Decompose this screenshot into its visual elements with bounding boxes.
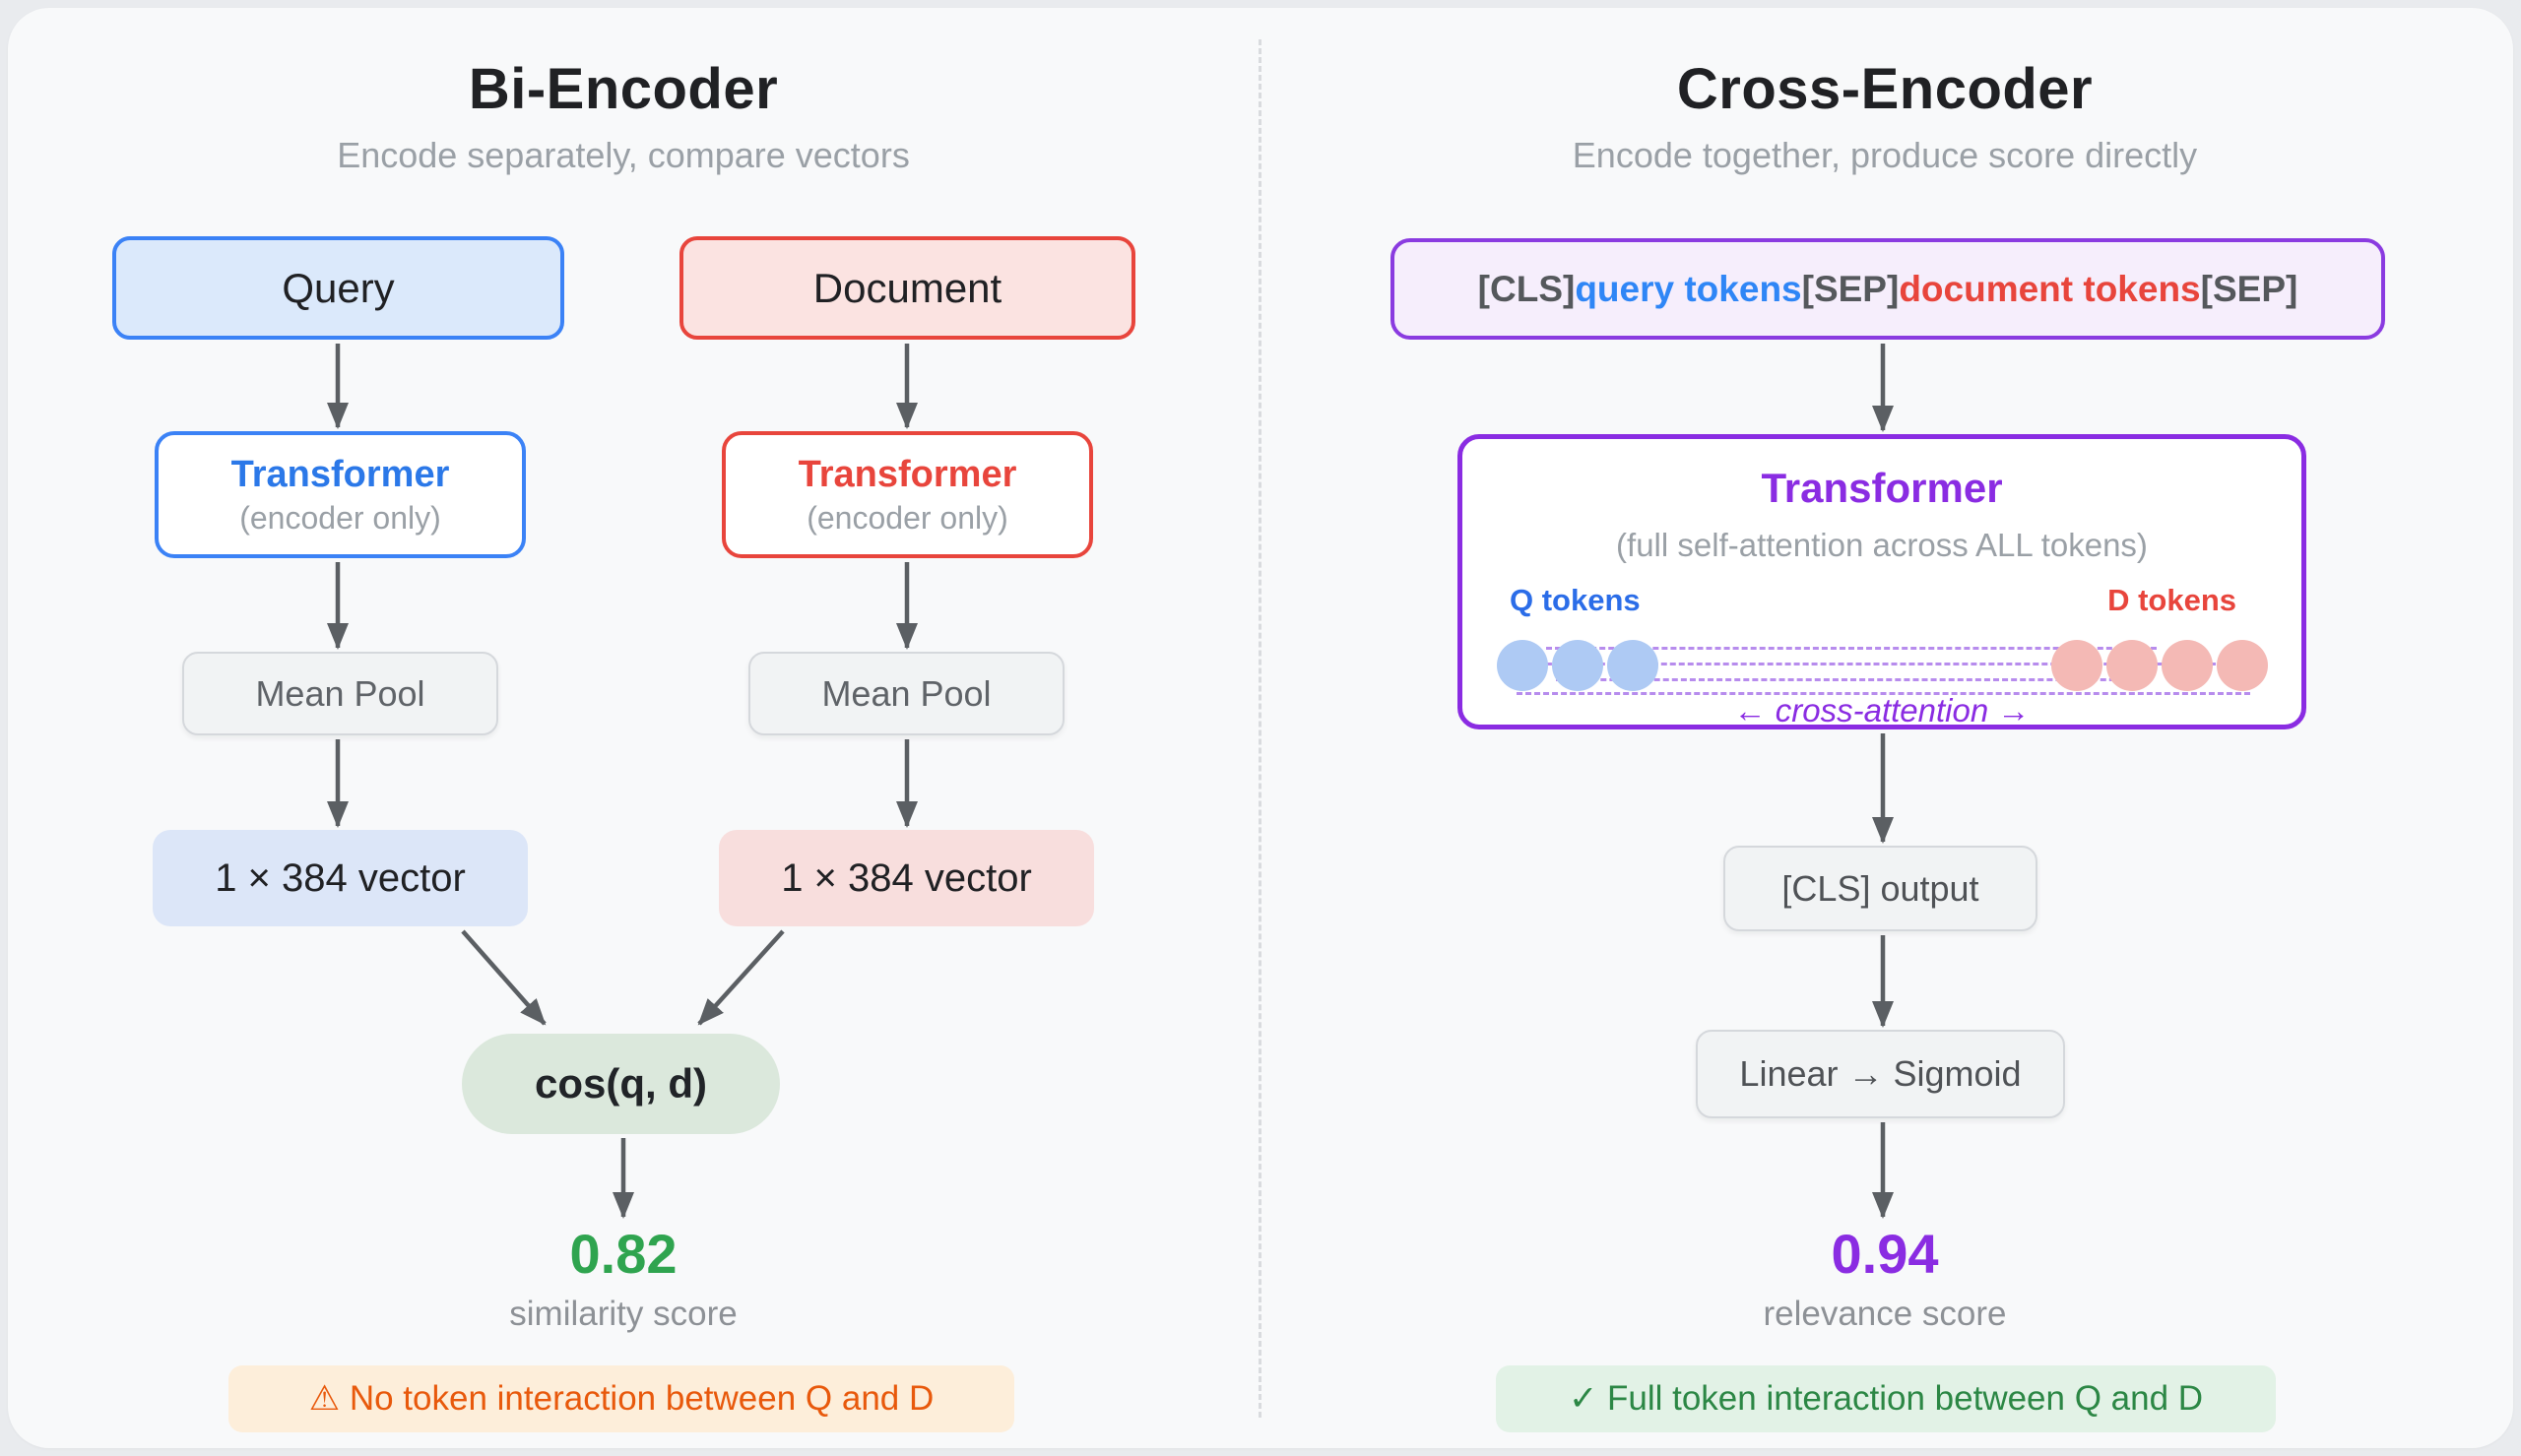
document-tokens-segment: document tokens: [1899, 268, 2201, 309]
d-token-dot: [2162, 640, 2213, 691]
full-interaction-note: ✓ Full token interaction between Q and D: [1496, 1365, 2276, 1432]
d-token-dot: [2106, 640, 2158, 691]
d-token-dot: [2051, 640, 2102, 691]
cls-token: [CLS]: [1477, 268, 1576, 309]
query-vector-box: 1 × 384 vector: [153, 830, 528, 926]
d-token-dot: [2217, 640, 2268, 691]
sep-token-1: [SEP]: [1801, 268, 1900, 309]
document-mean-pool-box: Mean Pool: [748, 652, 1065, 735]
cosine-similarity-box: cos(q, d): [462, 1034, 780, 1134]
cross-encoder-subtitle: Encode together, produce score directly: [1572, 135, 2198, 175]
d-tokens-label: D tokens: [2107, 583, 2236, 617]
q-token-dot: [1552, 640, 1603, 691]
document-token-dots: [2051, 640, 2268, 691]
concatenated-input-box: [CLS]query tokens[SEP]document tokens[SE…: [1390, 238, 2385, 340]
relevance-score-value: 0.94: [1831, 1222, 1939, 1285]
q-token-dot: [1497, 640, 1548, 691]
sep-token-2: [SEP]: [2200, 268, 2298, 309]
panel-divider: [1259, 39, 1261, 1418]
attention-line: [1556, 678, 2142, 681]
bi-encoder-title: Bi-Encoder: [468, 56, 779, 121]
document-vector-box: 1 × 384 vector: [719, 830, 1094, 926]
similarity-score-caption: similarity score: [509, 1295, 738, 1333]
cls-output-box: [CLS] output: [1723, 846, 2037, 931]
attention-line: [1517, 692, 2250, 695]
q-token-dot: [1607, 640, 1658, 691]
document-input-box: Document: [679, 236, 1135, 340]
query-transformer-box: Transformer (encoder only): [155, 431, 526, 558]
query-mean-pool-box: Mean Pool: [182, 652, 498, 735]
linear-sigmoid-box: Linear → Sigmoid: [1696, 1030, 2065, 1118]
attention-line: [1502, 663, 2260, 665]
similarity-score-value: 0.82: [569, 1222, 678, 1285]
cross-encoder-title: Cross-Encoder: [1676, 56, 2094, 121]
attention-line: [1546, 647, 2157, 650]
query-input-box: Query: [112, 236, 564, 340]
query-tokens-segment: query tokens: [1575, 268, 1802, 309]
cross-transformer-box: Transformer (full self-attention across …: [1457, 434, 2306, 729]
query-transformer-sublabel: (encoder only): [239, 500, 441, 537]
query-token-dots: [1497, 640, 1658, 691]
document-transformer-box: Transformer (encoder only): [722, 431, 1093, 558]
document-transformer-label: Transformer: [798, 453, 1017, 495]
bi-encoder-subtitle: Encode separately, compare vectors: [337, 135, 910, 175]
query-transformer-label: Transformer: [230, 453, 450, 495]
cross-transformer-sublabel: (full self-attention across ALL tokens): [1616, 527, 2148, 563]
no-interaction-warning: ⚠ No token interaction between Q and D: [228, 1365, 1014, 1432]
q-tokens-label: Q tokens: [1510, 583, 1641, 617]
document-transformer-sublabel: (encoder only): [807, 500, 1008, 537]
cross-transformer-label: Transformer: [1761, 465, 2003, 511]
relevance-score-caption: relevance score: [1763, 1295, 2007, 1333]
cross-attention-label: ← cross-attention →: [1733, 692, 2031, 728]
